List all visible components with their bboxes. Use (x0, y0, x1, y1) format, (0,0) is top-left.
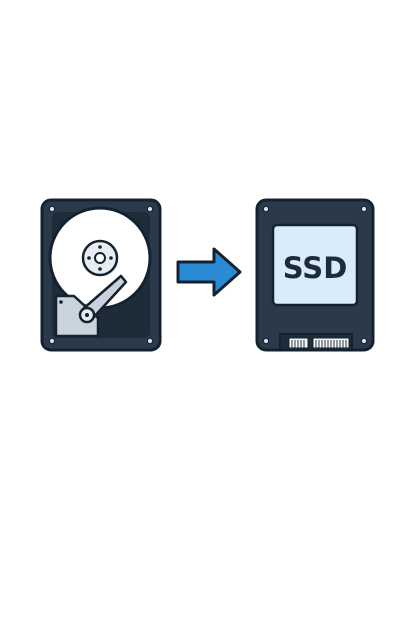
hdd-screw (48, 337, 56, 345)
ssd-connector-pins (291, 340, 347, 348)
hdd-hub-hole (98, 267, 102, 271)
hard-disk-drive-icon (40, 198, 162, 352)
ssd-screw (262, 205, 270, 213)
hdd-screw (146, 337, 154, 345)
ssd-label-text: SSD (283, 251, 348, 285)
ssd-label-panel (271, 223, 359, 307)
hdd-hub-hole (109, 256, 113, 260)
hdd-actuator-pivot-center (85, 313, 89, 317)
solid-state-drive-icon: SSD (255, 198, 375, 352)
hdd-plate-screw (59, 300, 63, 304)
hdd-hub-hole (98, 245, 102, 249)
hdd-screw (146, 205, 154, 213)
arrow-shape (176, 247, 242, 297)
hdd-hub-center (94, 252, 106, 264)
hdd-hub-hole (87, 256, 91, 260)
arrow-right-icon (176, 247, 242, 297)
ssd-screw (360, 337, 368, 345)
ssd-screw (360, 205, 368, 213)
ssd-screw (262, 337, 270, 345)
hdd-actuator-plate (54, 294, 100, 338)
ssd-connector-power (288, 337, 309, 349)
hdd-screw (48, 205, 56, 213)
